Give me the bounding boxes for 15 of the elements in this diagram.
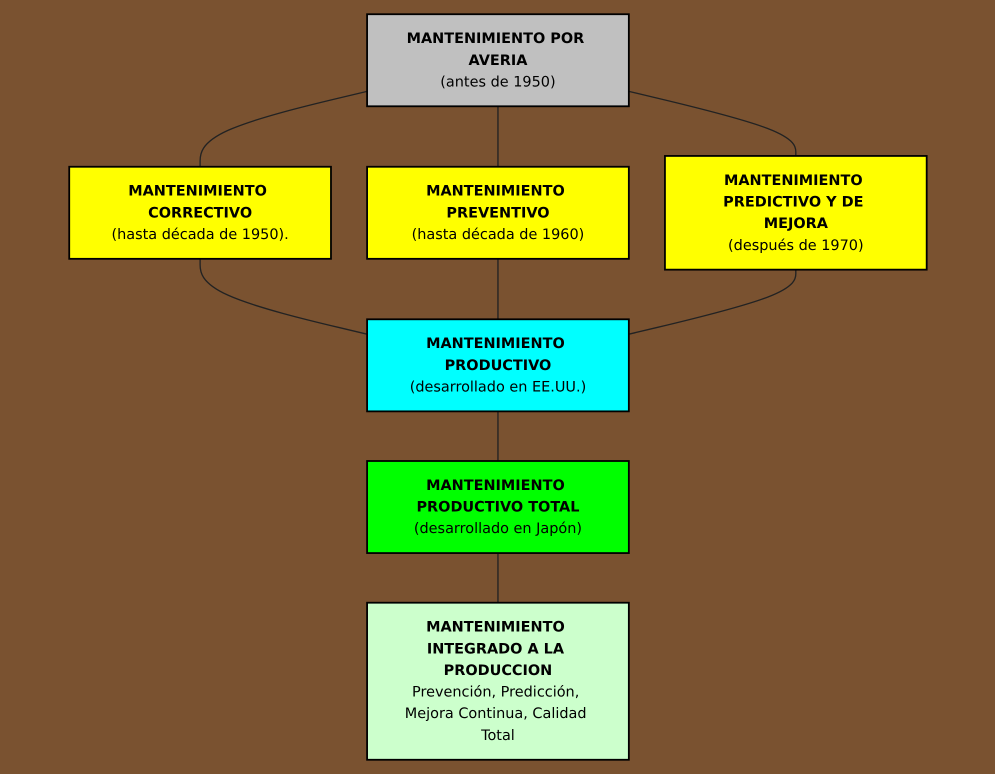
connector [198, 90, 367, 167]
connector [198, 258, 367, 335]
node-box: MANTENIMIENTO PREVENTIVO (hasta década de 1960) [366, 166, 630, 260]
node-box: MANTENIMIENTO CORRECTIVO (hasta década de 1950). [68, 166, 332, 260]
connector [628, 90, 796, 156]
connector [496, 553, 498, 603]
node-box: MANTENIMIENTO POR AVERIA (antes de 1950) [366, 13, 630, 108]
node-box: MANTENIMIENTO PRODUCTIVO TOTAL (desarrollado en Japón) [366, 460, 630, 554]
connector [496, 106, 498, 167]
connector [496, 258, 498, 320]
node-box: MANTENIMIENTO PREDICTIVO Y DE MEJORA (después de 1970) [664, 155, 928, 271]
node-box: MANTENIMIENTO PRODUCTIVO (desarrollado en EE.UU.) [366, 318, 630, 412]
connector [496, 411, 498, 461]
node-box: MANTENIMIENTO INTEGRADO A LA PRODUCCION Prevención, Predicción, Mejora Continua, Calidad Total [366, 602, 630, 761]
connector [628, 270, 796, 335]
